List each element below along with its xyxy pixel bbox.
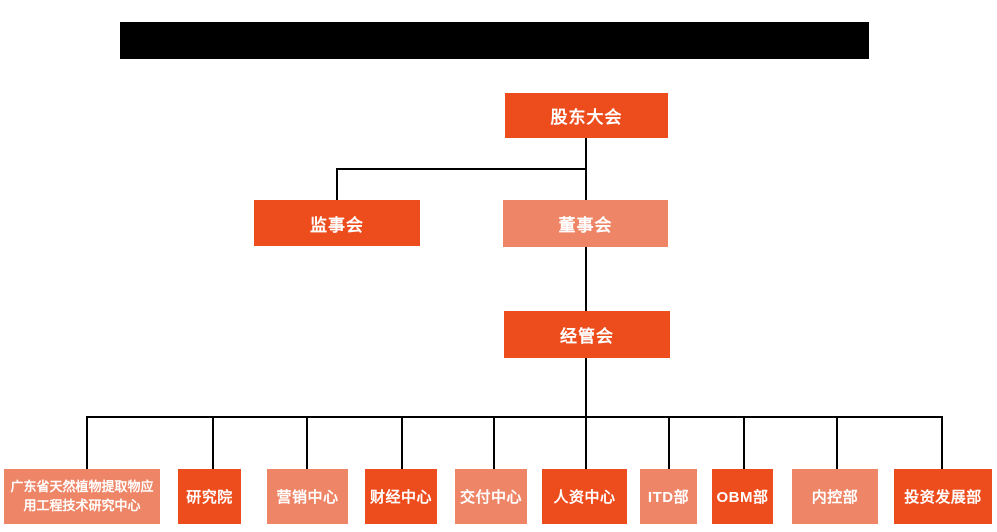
connector-line — [493, 416, 495, 469]
dept-box-label: 广东省天然植物提取物应用工程技术研究中心 — [10, 478, 154, 513]
org-box-label: 监事会 — [310, 215, 364, 235]
connector-line — [86, 416, 88, 469]
connector-line — [86, 416, 943, 418]
connector-line — [941, 416, 943, 469]
connector-line — [336, 168, 338, 200]
connector-line — [668, 416, 670, 469]
connector-line — [836, 416, 838, 469]
connector-line — [743, 416, 745, 469]
dept-box-marketing-center: 营销中心 — [267, 469, 348, 524]
org-box-shareholders-meeting: 股东大会 — [505, 93, 668, 138]
dept-box-research-institute: 研究院 — [178, 469, 241, 524]
dept-box-engineering-research-center: 广东省天然植物提取物应用工程技术研究中心 — [4, 469, 160, 524]
connector-line — [401, 416, 403, 469]
connector-line — [585, 358, 587, 417]
dept-box-finance-center: 财经中心 — [365, 469, 437, 524]
dept-box-label: 财经中心 — [369, 489, 432, 506]
dept-box-internal-control: 内控部 — [792, 469, 878, 524]
dept-box-label: 研究院 — [186, 489, 233, 506]
dept-box-label: ITD部 — [647, 489, 690, 506]
org-box-label: 经管会 — [560, 327, 614, 346]
org-box-board-of-directors: 董事会 — [503, 200, 668, 247]
dept-box-obm: OBM部 — [712, 469, 773, 524]
dept-box-label: 营销中心 — [276, 489, 339, 506]
dept-box-label: 投资发展部 — [904, 489, 982, 506]
dept-box-delivery-center: 交付中心 — [455, 469, 527, 524]
org-box-label: 董事会 — [558, 216, 613, 235]
connector-line — [585, 416, 587, 469]
connector-line — [212, 416, 214, 469]
connector-line — [585, 247, 587, 311]
dept-box-label: 交付中心 — [459, 489, 522, 506]
dept-box-investment-development: 投资发展部 — [894, 469, 992, 524]
dept-box-itd: ITD部 — [640, 469, 697, 524]
connector-line — [336, 168, 587, 170]
dept-box-label: 内控部 — [811, 489, 859, 506]
redacted-title-bar — [120, 22, 869, 59]
connector-line — [306, 416, 308, 469]
dept-box-hr-center: 人资中心 — [542, 469, 627, 524]
org-box-label: 股东大会 — [550, 108, 623, 127]
org-box-board-of-supervisors: 监事会 — [254, 200, 420, 246]
dept-box-label: OBM部 — [716, 489, 769, 506]
org-box-management-committee: 经管会 — [504, 311, 670, 358]
dept-box-label: 人资中心 — [553, 489, 616, 506]
